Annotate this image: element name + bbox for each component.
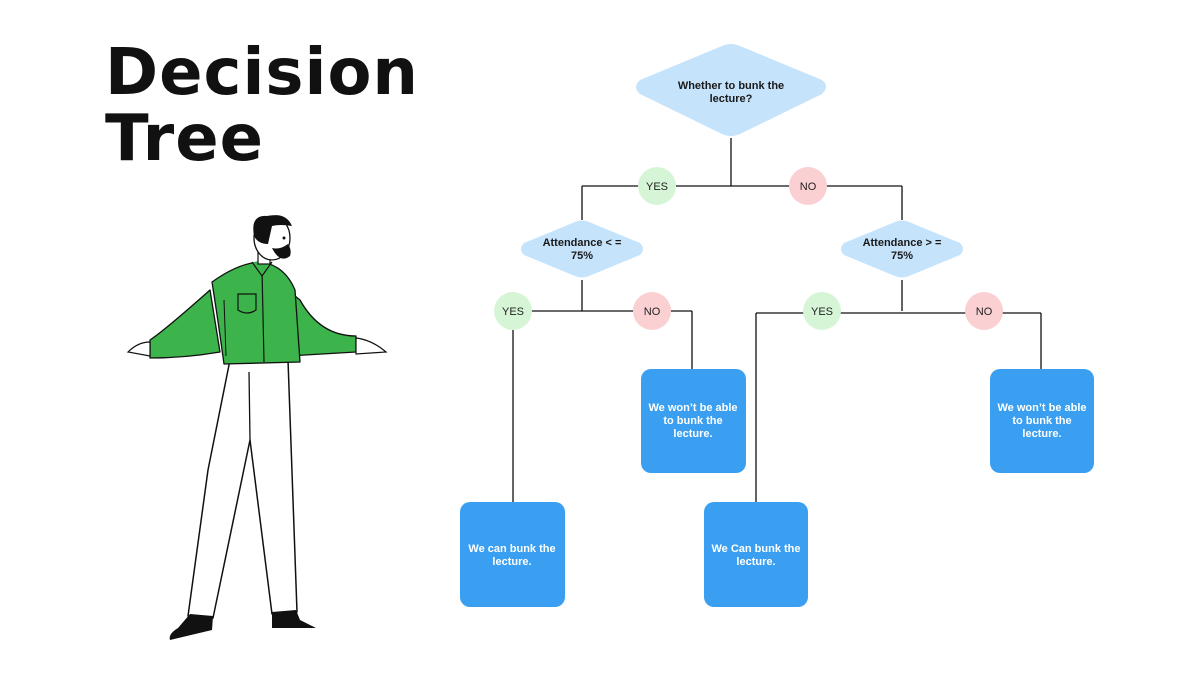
leaf-right-no-line-1: We won’t be able [997,402,1086,414]
person-illustration [126,215,388,640]
person-left-hand [126,341,151,357]
title-line-1: Decision [105,36,419,110]
svg-text:NO: NO [976,306,993,318]
leaf-right-no-line-3: lecture. [1022,428,1061,440]
edge-label-left-no: NO [633,292,671,330]
person-trousers [187,359,298,619]
edge-label-root-no: NO [789,167,827,205]
leaf-left-no-line-1: We won’t be able [648,402,737,414]
leaf-right-yes-line-1: We Can bunk the [711,543,800,555]
page-title: Decision Tree [105,40,419,172]
left-decision-line-2: 75% [571,250,593,262]
svg-text:NO: NO [800,181,817,193]
edge-label-right-no: NO [965,292,1003,330]
title-line-2: Tree [105,102,264,176]
svg-text:YES: YES [502,306,524,318]
edge-label-right-yes: YES [803,292,841,330]
person-shirt [211,261,301,365]
svg-text:NO: NO [644,306,661,318]
leaf-left-yes-line-2: lecture. [492,556,531,568]
leaf-node-right-no: We won’t be able to bunk the lecture. [990,369,1094,473]
leaf-right-yes-line-2: lecture. [736,556,775,568]
edge-label-root-yes: YES [638,167,676,205]
decision-node-root: Whether to bunk the lecture? [636,44,826,136]
root-question-line-2: lecture? [710,93,753,105]
leaf-node-left-yes: We can bunk the lecture. [460,502,565,607]
root-question-line-1: Whether to bunk the [678,80,784,92]
person-head [253,215,292,261]
svg-text:YES: YES [646,181,668,193]
tree-connectors [512,138,1042,502]
leaf-node-left-no: We won’t be able to bunk the lecture. [641,369,746,473]
right-decision-line-1: Attendance > = [863,237,942,249]
leaf-left-no-line-2: to bunk the [663,415,722,427]
leaf-right-no-line-2: to bunk the [1012,415,1071,427]
decision-node-right: Attendance > = 75% [841,220,963,278]
leaf-node-right-yes: We Can bunk the lecture. [704,502,808,607]
decision-node-left: Attendance < = 75% [521,220,643,278]
leaf-left-no-line-3: lecture. [673,428,712,440]
edge-label-left-yes: YES [494,292,532,330]
person-left-shoe [169,614,213,640]
person-left-arm [149,289,221,359]
svg-text:YES: YES [811,306,833,318]
right-decision-line-2: 75% [891,250,913,262]
person-right-hand [355,337,388,355]
left-decision-line-1: Attendance < = [543,237,622,249]
leaf-left-yes-line-1: We can bunk the [468,543,555,555]
person-right-shoe [272,610,316,628]
